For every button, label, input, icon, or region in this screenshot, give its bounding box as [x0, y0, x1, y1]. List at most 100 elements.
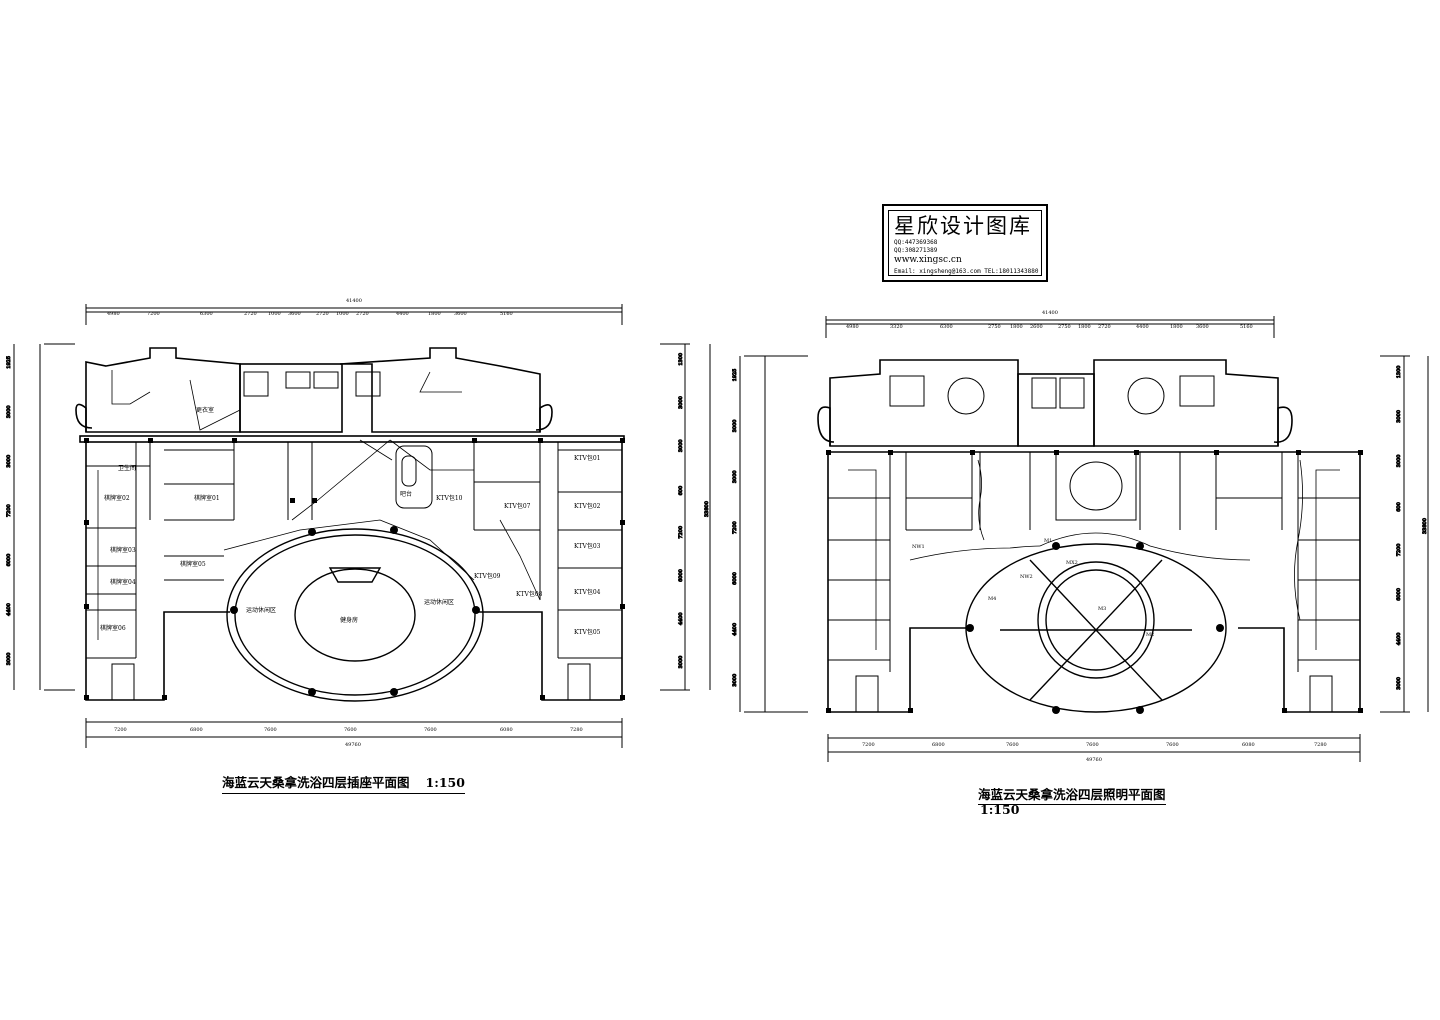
dim-text: 4400: [678, 612, 684, 625]
room-partitions: [828, 375, 1360, 672]
room-label: 更衣室: [196, 406, 214, 414]
dim-text: 1300: [1396, 366, 1402, 379]
dim-text: 6800: [190, 727, 203, 733]
dim-text: 1000: [336, 311, 349, 317]
outlets: [84, 438, 625, 700]
dim-text: 1925: [732, 369, 738, 382]
room-label: 棋牌室06: [100, 624, 126, 632]
room-label: KTV包07: [504, 502, 531, 510]
dim-text: 6000: [732, 572, 738, 585]
dim-text: 4400: [6, 603, 12, 616]
room-labels: 健身房 运动休闲区 运动休闲区 吧台 KTV包10 KTV包09 KTV包08 …: [100, 406, 601, 636]
dim-text: 3000: [6, 405, 12, 418]
dimension-lines-top: [825, 316, 1275, 338]
dim-text: 3000: [6, 653, 12, 666]
dim-text: 3000: [678, 656, 684, 669]
dim-text: 7600: [344, 727, 357, 733]
room-label: 棋牌室01: [194, 494, 220, 502]
dim-text: 2750: [1058, 324, 1071, 330]
fixture-label: M4: [988, 596, 996, 602]
dim-text: 2720: [316, 311, 329, 317]
overall-dimension-right: 33800: [1422, 518, 1428, 534]
wiring: [97, 370, 541, 640]
dim-text: 6300: [200, 311, 213, 317]
dim-text: 3000: [732, 470, 738, 483]
stamp-title: 星欣设计图库: [894, 214, 1032, 238]
dim-text: 2720: [1098, 324, 1111, 330]
dimension-lines-left: [13, 343, 75, 691]
fixture-label: M2: [1146, 632, 1154, 638]
dim-text: 7600: [1086, 742, 1099, 748]
dim-text: 1800: [1010, 324, 1023, 330]
dimension-lines-top: [85, 304, 623, 325]
dim-text: 3600: [1196, 324, 1209, 330]
fixture-label: NW1: [912, 544, 925, 550]
dimension-lines-bottom: [827, 734, 1361, 762]
dim-text: 3000: [678, 439, 684, 452]
dim-text: 7280: [570, 727, 583, 733]
socket-plan-scale: 1:150: [425, 775, 465, 790]
dim-text: 3000: [1396, 410, 1402, 423]
room-label: 棋牌室04: [110, 578, 136, 586]
room-label: KTV包04: [574, 588, 601, 596]
stamp-website: www.xingsc.cn: [894, 255, 962, 265]
watermark-stamp: 星欣设计图库 QQ:447369368 QQ:308271389 www.xin…: [882, 204, 1048, 282]
dim-text: 3000: [732, 420, 738, 433]
dim-text: 7200: [732, 521, 738, 534]
dim-text: 4980: [846, 324, 859, 330]
dim-text: 6080: [1242, 742, 1255, 748]
dim-text: 7200: [678, 526, 684, 539]
dim-text: 6000: [1396, 588, 1402, 601]
room-label: KTV包10: [436, 494, 463, 502]
dim-text: 2720: [356, 311, 369, 317]
dim-text: 5160: [1240, 324, 1253, 330]
dim-text: 1000: [268, 311, 281, 317]
dim-text: 7280: [1314, 742, 1327, 748]
dim-text: 1300: [678, 353, 684, 366]
dim-text: 2720: [244, 311, 257, 317]
dim-text: 6080: [500, 727, 513, 733]
fixture-label: M1: [1044, 538, 1052, 544]
room-label: 卫生间: [118, 464, 136, 472]
dim-text: 2600: [1030, 324, 1043, 330]
dim-text: 600: [1396, 502, 1402, 512]
dim-text: 4400: [396, 311, 409, 317]
lighting-floor-plan: 41400 49760 4980 3320 6300 2750 1800 260…: [732, 310, 1429, 763]
dim-text: 4980: [107, 311, 120, 317]
dim-text: 7600: [424, 727, 437, 733]
dim-text: 1800: [428, 311, 441, 317]
lighting-plan-scale: 1:150: [980, 802, 1020, 817]
dim-text: 3000: [1396, 455, 1402, 468]
room-label: 棋牌室02: [104, 494, 130, 502]
dim-text: 3000: [6, 455, 12, 468]
room-label: KTV包08: [516, 590, 543, 598]
dimension-lines-left: [739, 355, 808, 713]
dimension-lines-right: [1380, 355, 1429, 713]
dim-text: 4400: [732, 623, 738, 636]
fixture-labels: M1 M2 M3 M4 NW1 NW2 MX2: [912, 538, 1154, 638]
dim-text: 7200: [6, 504, 12, 517]
dim-text: 5160: [500, 311, 513, 317]
dim-text: 7200: [147, 311, 160, 317]
dim-text: 1800: [1170, 324, 1183, 330]
stairs: [111, 371, 591, 701]
light-fixtures: [826, 450, 1363, 714]
stamp-inner-border: [888, 210, 1042, 276]
socket-floor-plan: 41400 49760 4980 7200 6300 2720 1000 360…: [6, 298, 711, 748]
oval-hall: [226, 528, 484, 702]
dim-text: 7200: [862, 742, 875, 748]
room-label: 吧台: [400, 490, 412, 498]
room-label: KTV包01: [574, 454, 600, 462]
overall-dimension-bottom: 49760: [345, 742, 361, 748]
lighting-wiring: [848, 459, 1340, 650]
room-label: 棋牌室05: [180, 560, 206, 568]
dim-text: 1925: [6, 356, 12, 369]
dimension-lines-right: [660, 343, 711, 691]
socket-plan-title-text: 海蓝云天桑拿洗浴四层插座平面图: [222, 775, 410, 790]
stamp-qq: QQ:447369368: [894, 239, 938, 246]
dim-text: 2750: [988, 324, 1001, 330]
dim-text: 3600: [288, 311, 301, 317]
building-outline: [817, 359, 1361, 713]
room-label: 运动休闲区: [246, 606, 276, 614]
